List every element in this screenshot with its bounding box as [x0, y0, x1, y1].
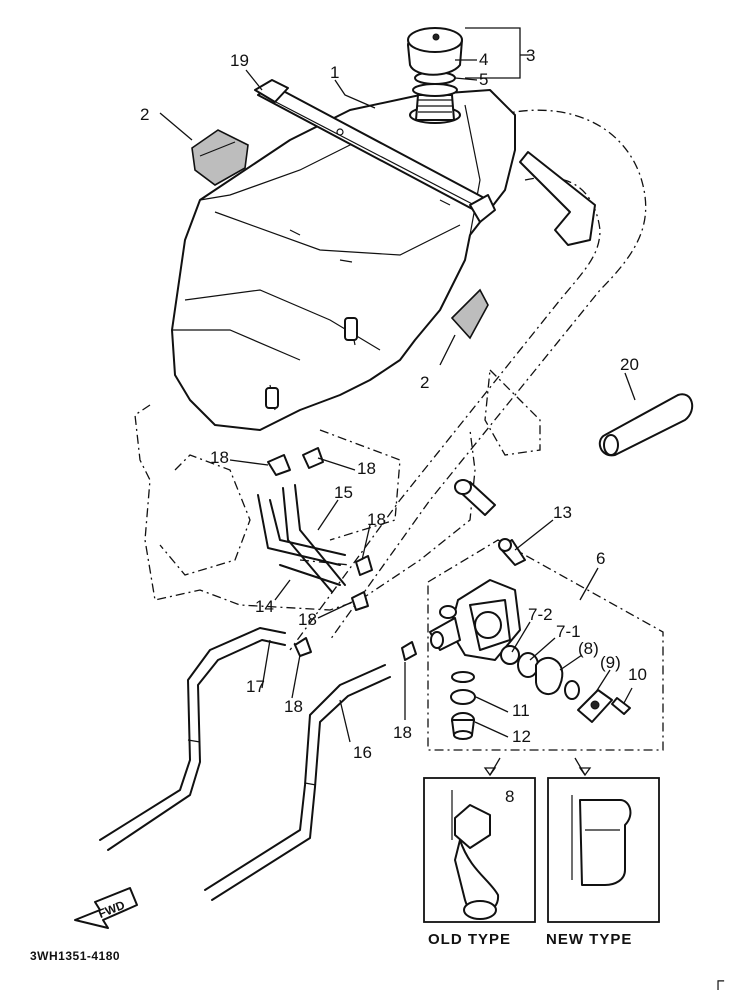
callout-9-paren: (9) — [600, 653, 621, 672]
callout-5: 5 — [479, 70, 488, 89]
leader-lines — [159, 27, 636, 777]
old-type-inset — [423, 777, 536, 923]
new-type-inset — [547, 777, 660, 923]
callout-10: 10 — [628, 665, 647, 684]
part-code: 3WH1351-4180 — [30, 949, 120, 963]
fuel-hose-14-15 — [257, 484, 346, 593]
callout-labels: 1 2 2 3 4 5 6 7-1 7-2 8 (8) (9) 10 11 12… — [140, 46, 647, 806]
tank-strap — [254, 79, 496, 223]
frame-stud — [454, 479, 496, 516]
callout-7-1: 7-1 — [556, 622, 581, 641]
fuel-cock-box — [427, 539, 664, 751]
callout-17: 17 — [246, 677, 265, 696]
callout-3: 3 — [526, 46, 535, 65]
callout-7-2: 7-2 — [528, 605, 553, 624]
callout-13: 13 — [553, 503, 572, 522]
forward-arrow: FWD — [74, 887, 138, 929]
callout-18-d: 18 — [298, 610, 317, 629]
callout-18-b: 18 — [357, 459, 376, 478]
callout-15: 15 — [334, 483, 353, 502]
callout-1: 1 — [330, 63, 339, 82]
corner-mark: ┌ — [712, 971, 725, 990]
callout-12: 12 — [512, 727, 531, 746]
callout-6: 6 — [596, 549, 605, 568]
rear-bracket — [519, 151, 596, 246]
callout-2-mid: 2 — [420, 373, 429, 392]
damper-top — [191, 129, 249, 186]
new-type-label: NEW TYPE — [546, 931, 632, 948]
frame-tube — [289, 109, 647, 651]
old-type-label: OLD TYPE — [428, 931, 511, 948]
callout-14: 14 — [255, 597, 274, 616]
bolt-13 — [498, 538, 526, 566]
callout-8: 8 — [505, 787, 514, 806]
vent-hose-16 — [204, 664, 391, 901]
callout-18-f: 18 — [393, 723, 412, 742]
callout-16: 16 — [353, 743, 372, 762]
callout-20: 20 — [620, 355, 639, 374]
callout-8-paren: (8) — [578, 639, 599, 658]
hose-clips — [267, 447, 417, 661]
engine-outline — [134, 404, 476, 611]
rubber-cover — [598, 393, 694, 457]
fuel-cock — [429, 579, 631, 740]
fuel-cap — [407, 27, 463, 124]
callout-2-top: 2 — [140, 105, 149, 124]
damper-middle — [450, 288, 489, 340]
vent-hose-17 — [99, 627, 286, 851]
callout-18-a: 18 — [210, 448, 229, 467]
callout-18-c: 18 — [367, 510, 386, 529]
callout-19: 19 — [230, 51, 249, 70]
callout-11: 11 — [512, 701, 530, 720]
callout-18-e: 18 — [284, 697, 303, 716]
callout-4: 4 — [479, 50, 488, 69]
